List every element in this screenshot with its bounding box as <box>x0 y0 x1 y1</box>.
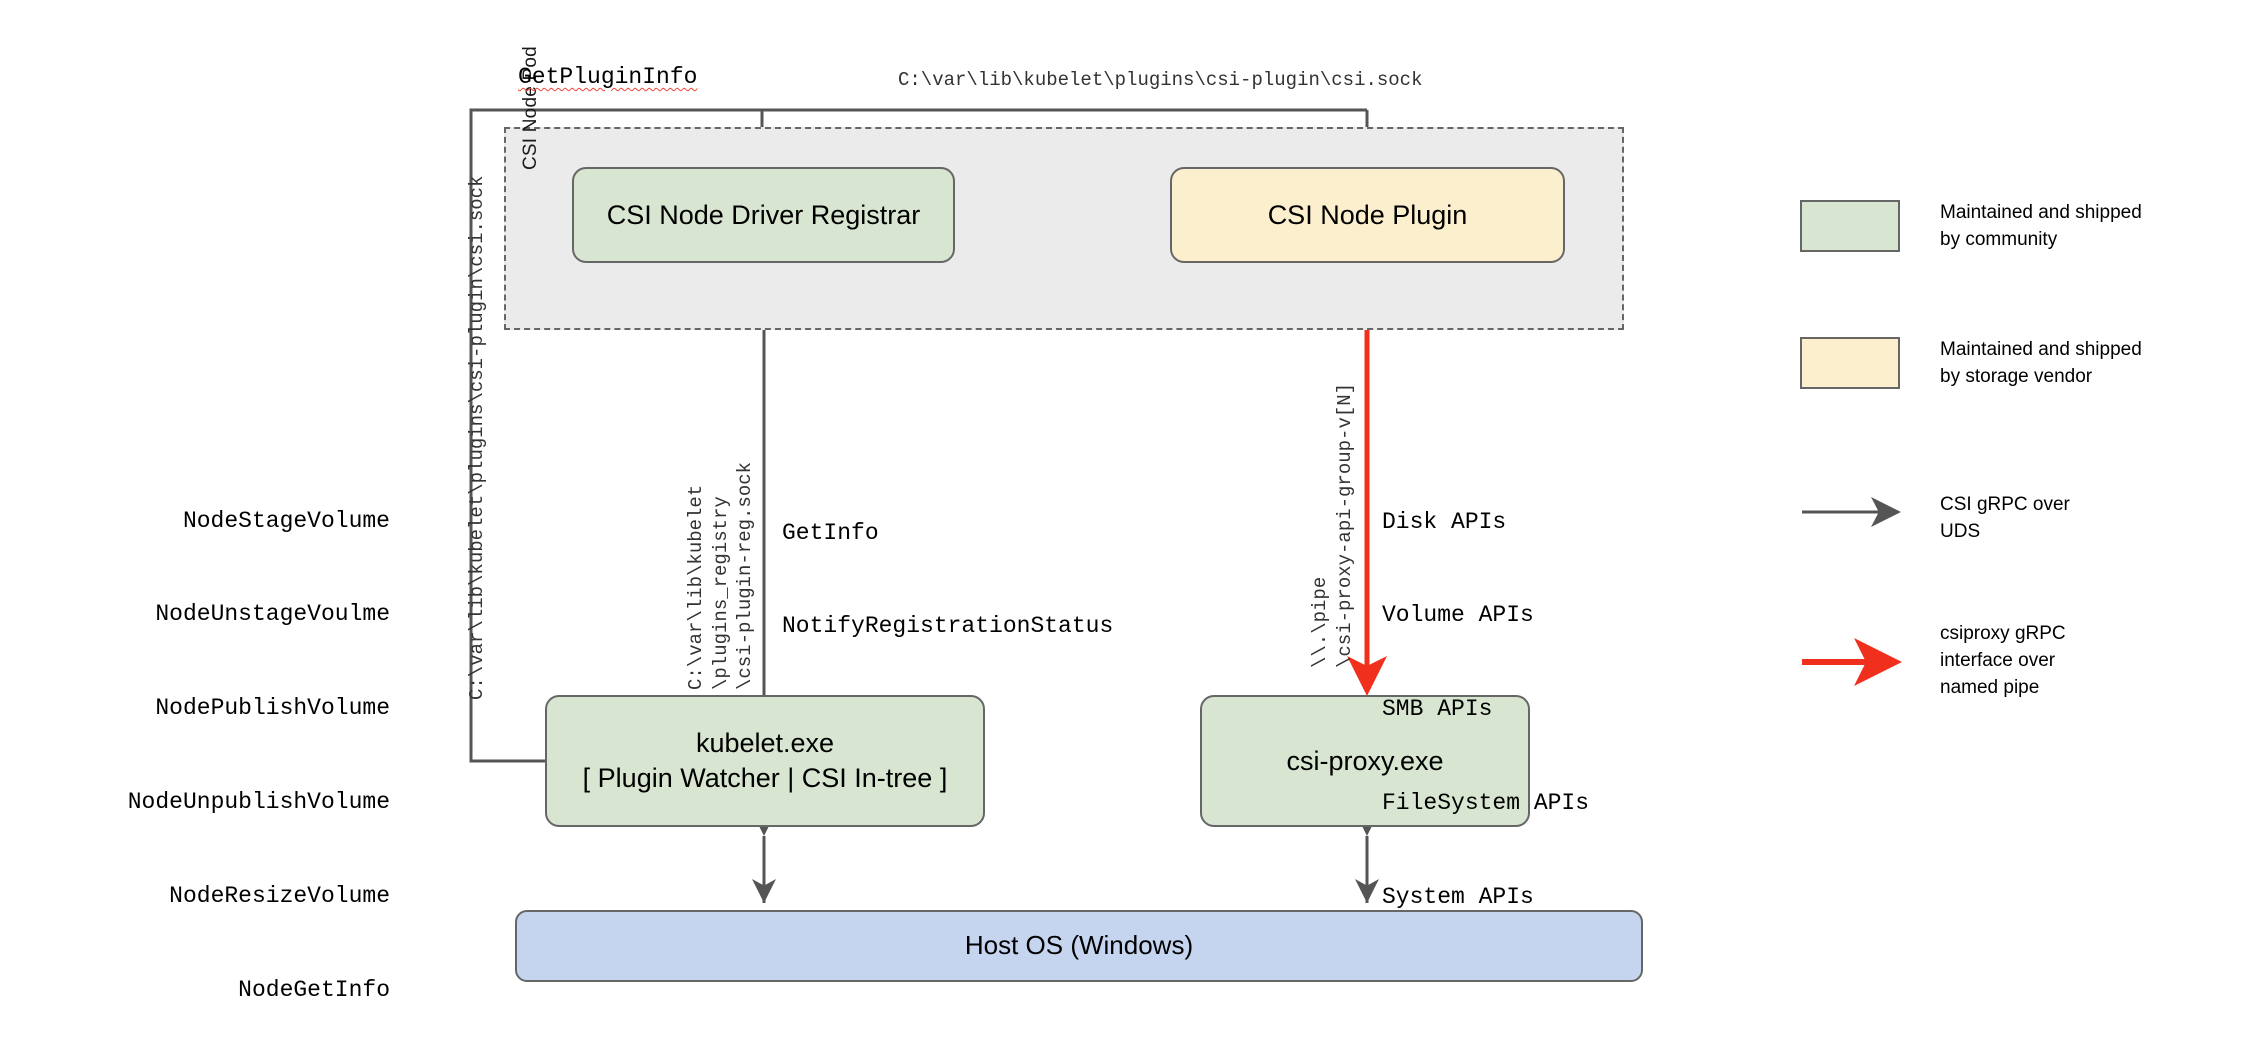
proxy-api-item: Volume APIs <box>1382 602 1534 629</box>
node-host-os[interactable]: Host OS (Windows) <box>515 910 1643 982</box>
node-csi-node-plugin[interactable]: CSI Node Plugin <box>1170 167 1565 263</box>
label-notify-registration-status: NotifyRegistrationStatus <box>782 613 1114 640</box>
legend-swatch-community <box>1800 200 1900 252</box>
api-item: NodeStageVolume <box>182 507 390 534</box>
label-registration-calls: GetInfo NotifyRegistrationStatus <box>782 455 1113 705</box>
label-csi-sock-path-vertical: C:\var\lib\kubelet\plugins\csi-plugin\cs… <box>466 175 488 701</box>
proxy-api-item: SMB APIs <box>1382 696 1493 723</box>
label-get-plugin-info: GetPluginInfo <box>518 64 698 90</box>
legend-label-community: Maintained and shipped by community <box>1940 202 2142 250</box>
node-csi-node-driver-registrar[interactable]: CSI Node Driver Registrar <box>572 167 955 263</box>
proxy-api-item: FileSystem APIs <box>1382 789 1590 816</box>
api-item: NodeResizeVolume <box>169 882 390 909</box>
kubelet-subtitle: [ Plugin Watcher | CSI In-tree ] <box>582 763 948 793</box>
node-kubelet-exe[interactable]: kubelet.exe [ Plugin Watcher | CSI In-tr… <box>545 695 985 827</box>
csi-proxy-api-list: Disk APIs Volume APIs SMB APIs FileSyste… <box>1382 444 1589 976</box>
api-item: NodeUnstageVoulme <box>155 601 390 628</box>
api-item: NodeGetInfo <box>238 976 390 1003</box>
api-item: NodePublishVolume <box>155 695 390 722</box>
legend-label-csiproxy-grpc: csiproxy gRPC interface over named pipe <box>1940 623 2066 698</box>
proxy-api-item: System APIs <box>1382 883 1534 910</box>
node-service-api-list: NodeStageVolume NodeUnstageVoulme NodePu… <box>110 443 390 1044</box>
label-csi-sock-path: C:\var\lib\kubelet\plugins\csi-plugin\cs… <box>898 69 1423 91</box>
node-csi-proxy-exe[interactable]: csi-proxy.exe <box>1200 695 1530 827</box>
kubelet-title: kubelet.exe <box>695 728 835 759</box>
legend-label-csi-grpc-uds: CSI gRPC over UDS <box>1940 494 2070 542</box>
proxy-api-item: Disk APIs <box>1382 508 1507 535</box>
api-item: NodeUnpublishVolume <box>127 788 390 815</box>
legend-label-vendor: Maintained and shipped by storage vendor <box>1940 339 2142 387</box>
label-get-info: GetInfo <box>782 519 879 546</box>
label-plugins-registry-path: C:\var\lib\kubelet \plugins_registry \cs… <box>685 461 757 690</box>
label-named-pipe-path: \\.\pipe \csi-proxy-api-group-v[N] <box>1309 382 1356 668</box>
legend-swatch-vendor <box>1800 337 1900 389</box>
